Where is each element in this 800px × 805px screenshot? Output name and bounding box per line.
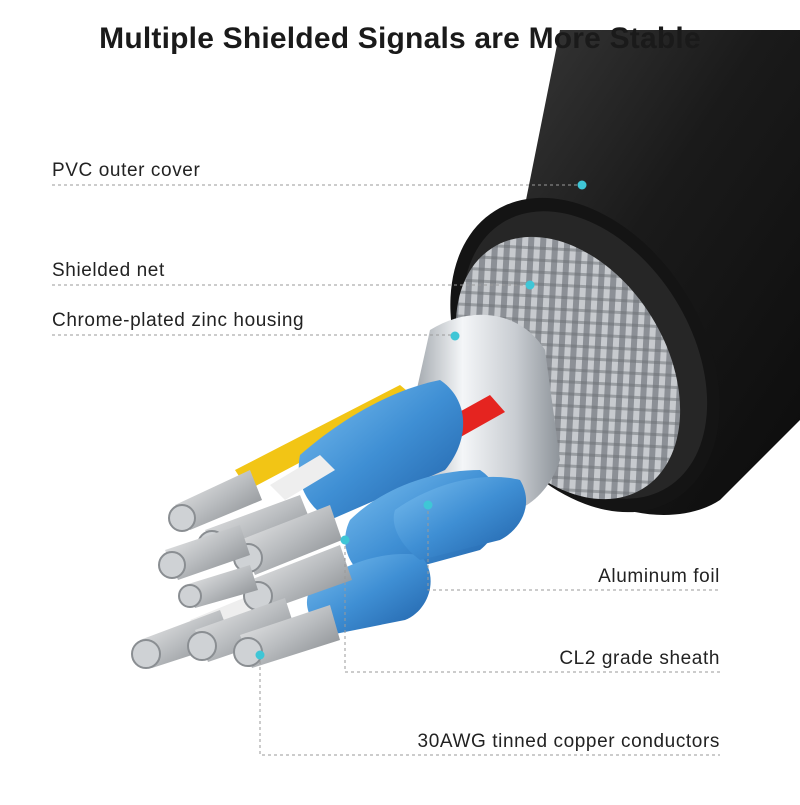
label-cl2-sheath: CL2 grade sheath [559,648,720,670]
label-copper-conductors: 30AWG tinned copper conductors [418,731,720,753]
label-pvc-outer-cover: PVC outer cover [52,160,200,182]
label-chrome-housing: Chrome-plated zinc housing [52,310,304,332]
label-aluminum-foil: Aluminum foil [598,566,720,588]
label-shielded-net: Shielded net [52,260,165,282]
page-title: Multiple Shielded Signals are More Stabl… [0,22,800,56]
